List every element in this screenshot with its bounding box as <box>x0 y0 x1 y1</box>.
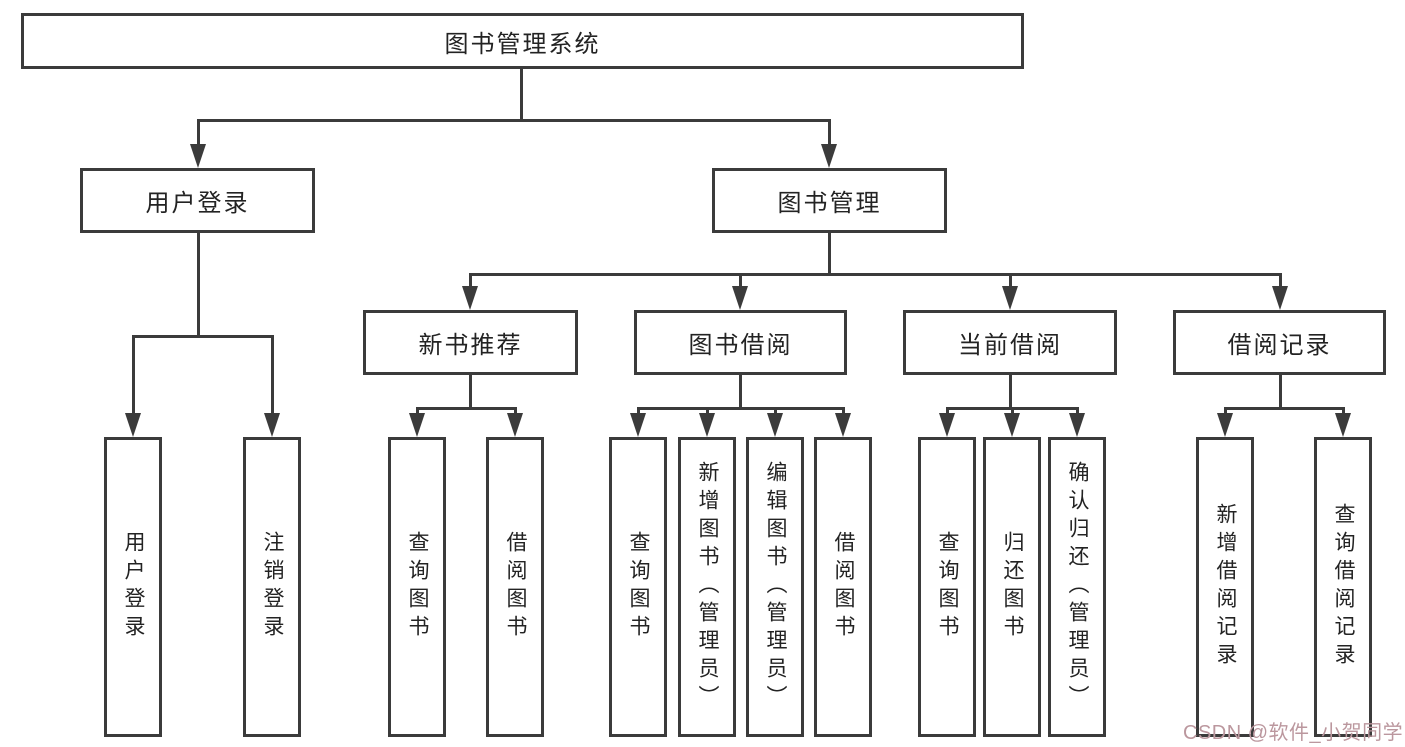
leaf-confirm-return-admin: 确认归还（管理员） <box>1048 437 1106 737</box>
node-library-system: 图书管理系统 <box>21 13 1024 69</box>
leaf-logout: 注销登录 <box>243 437 301 737</box>
leaf-add-books-admin: 新增图书（管理员） <box>678 437 736 737</box>
connector-rail <box>131 335 274 338</box>
node-current-borrowing: 当前借阅 <box>903 310 1117 375</box>
leaf-query-borrow-record: 查询借阅记录 <box>1314 437 1372 737</box>
connector-drop <box>738 273 742 290</box>
arrow-down-icon <box>506 413 523 437</box>
arrow-down-icon <box>1216 413 1233 437</box>
connector-drop <box>1075 407 1079 417</box>
node-label: 图书借阅 <box>688 332 793 359</box>
leaf-label: 新增图书（管理员） <box>696 461 719 713</box>
arrow-down-icon <box>1068 413 1085 437</box>
connector-drop <box>270 335 274 417</box>
connector-drop <box>1278 273 1282 290</box>
leaf-label: 借阅图书 <box>832 531 855 643</box>
arrow-down-icon <box>1334 413 1351 437</box>
leaf-label: 确认归还（管理员） <box>1066 461 1089 713</box>
arrow-down-icon <box>1001 286 1018 310</box>
leaf-label: 注销登录 <box>261 531 284 643</box>
arrow-down-icon <box>263 413 280 437</box>
leaf-label: 编辑图书（管理员） <box>764 461 787 713</box>
node-label: 用户登录 <box>145 190 250 217</box>
arrow-down-icon <box>766 413 783 437</box>
node-label: 新书推荐 <box>418 332 523 359</box>
leaf-label: 归还图书 <box>1001 531 1024 643</box>
csdn-watermark: CSDN @软件_小贺同学 <box>1183 722 1404 744</box>
leaf-label: 查询图书 <box>627 531 650 643</box>
leaf-add-borrow-record: 新增借阅记录 <box>1196 437 1254 737</box>
leaf-query-books-borrow: 查询图书 <box>609 437 667 737</box>
connector-drop <box>705 407 709 417</box>
leaf-label: 查询借阅记录 <box>1332 503 1355 671</box>
node-label: 借阅记录 <box>1227 332 1332 359</box>
connector-drop <box>196 119 200 148</box>
arrow-down-icon <box>1003 413 1020 437</box>
connector-drop <box>1223 407 1227 417</box>
leaf-user-login: 用户登录 <box>104 437 162 737</box>
node-label: 图书管理 <box>777 190 882 217</box>
connector-rail <box>415 407 517 410</box>
connector-drop <box>773 407 777 417</box>
connector-rail <box>636 407 845 410</box>
arrow-down-icon <box>408 413 425 437</box>
connector-drop <box>513 407 517 417</box>
leaf-return-books: 归还图书 <box>983 437 1041 737</box>
leaf-query-books-current: 查询图书 <box>918 437 976 737</box>
arrow-down-icon <box>461 286 478 310</box>
arrow-down-icon <box>1271 286 1288 310</box>
leaf-label: 查询图书 <box>936 531 959 643</box>
arrow-down-icon <box>938 413 955 437</box>
connector-stem <box>519 69 523 122</box>
node-book-borrowing: 图书借阅 <box>634 310 847 375</box>
connector-drop <box>841 407 845 417</box>
connector-drop <box>468 273 472 290</box>
arrow-down-icon <box>820 144 837 168</box>
connector-drop <box>945 407 949 417</box>
arrow-down-icon <box>834 413 851 437</box>
node-book-management: 图书管理 <box>712 168 947 233</box>
connector-drop <box>1010 407 1014 417</box>
connector-stem <box>468 375 472 410</box>
node-borrowing-records: 借阅记录 <box>1173 310 1386 375</box>
connector-stem <box>1008 375 1012 410</box>
connector-stem <box>1278 375 1282 410</box>
node-label: 当前借阅 <box>958 332 1062 359</box>
connector-rail <box>468 273 1282 276</box>
arrow-down-icon <box>124 413 141 437</box>
connector-stem <box>738 375 742 410</box>
connector-drop <box>827 119 831 148</box>
arrow-down-icon <box>698 413 715 437</box>
arrow-down-icon <box>731 286 748 310</box>
connector-stem <box>827 233 831 276</box>
node-label: 图书管理系统 <box>444 30 601 58</box>
arrow-down-icon <box>629 413 646 437</box>
leaf-borrow-books: 借阅图书 <box>814 437 872 737</box>
connector-rail <box>196 119 831 122</box>
node-new-book-recommend: 新书推荐 <box>363 310 578 375</box>
leaf-label: 新增借阅记录 <box>1214 503 1237 671</box>
leaf-edit-books-admin: 编辑图书（管理员） <box>746 437 804 737</box>
connector-drop <box>131 335 135 417</box>
connector-drop <box>636 407 640 417</box>
leaf-label: 用户登录 <box>122 531 145 643</box>
connector-drop <box>415 407 419 417</box>
leaf-query-books-recommend: 查询图书 <box>388 437 446 737</box>
leaf-label: 查询图书 <box>406 531 429 643</box>
arrow-down-icon <box>189 144 206 168</box>
leaf-label: 借阅图书 <box>504 531 527 643</box>
connector-rail <box>1223 407 1345 410</box>
connector-drop <box>1008 273 1012 290</box>
connector-drop <box>1341 407 1345 417</box>
node-user-login: 用户登录 <box>80 168 315 233</box>
connector-stem <box>196 233 200 338</box>
leaf-borrow-books-recommend: 借阅图书 <box>486 437 544 737</box>
